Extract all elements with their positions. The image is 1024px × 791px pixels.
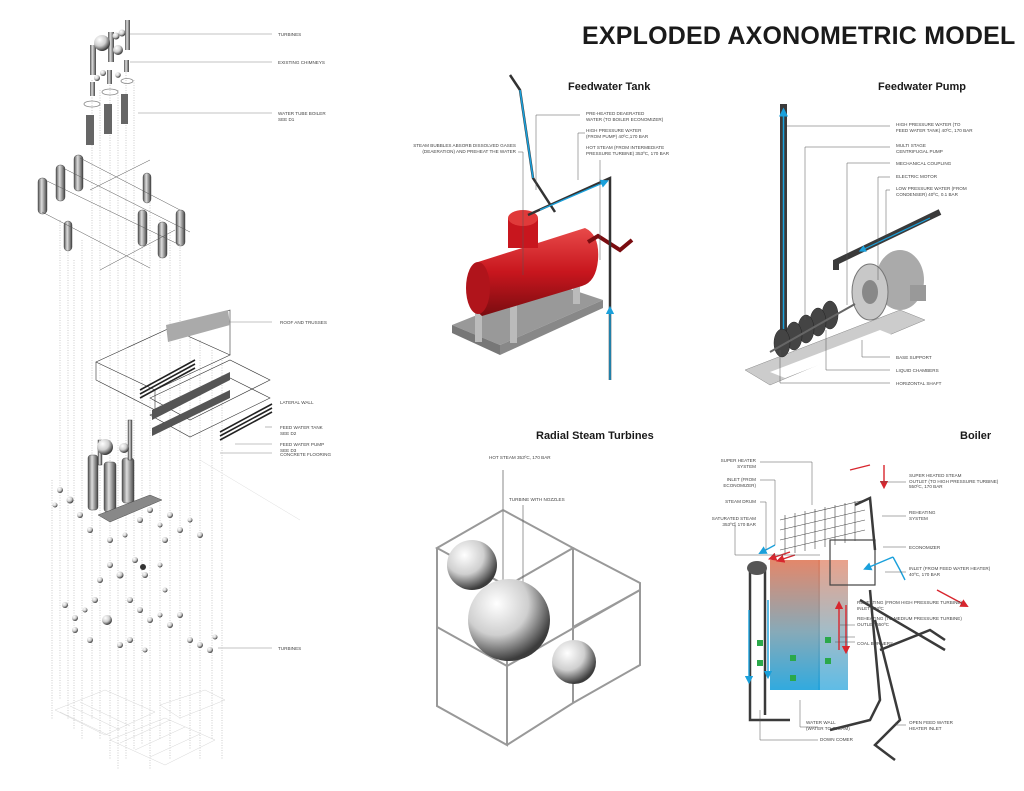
label-economizer: ECONOMIZER [909,545,941,550]
label-horizontal-shaft: HORIZONTAL SHAFT [896,381,942,386]
label-turbines-bottom: TURBINES [278,646,302,651]
label-turbines-top: TURBINES [278,32,302,37]
radial-turbines-drawing [434,470,641,747]
feedwater-pump-drawing [744,104,942,386]
projection-lines [51,60,223,770]
panel-title-radial-turbines: Radial Steam Turbines [536,430,654,442]
label-preheated-deaerated-water: PRE-HEATED DEAERATED WATER (to boiler ec… [586,111,664,122]
label-water-wall: WATER WALL (water to steam) [806,720,850,731]
panel-title-feedwater-tank: Feedwater Tank [568,81,651,93]
label-multi-stage-pump: MULTI STAGE CENTRIFUGAL PUMP [896,143,943,154]
label-inlet-from-economizer: INLET (from economizer) [723,477,756,488]
turbine-spheres [52,487,218,653]
label-concrete-flooring: CONCRETE FLOORING [280,452,332,457]
label-super-heater-system: SUPER HEATER SYSTEM [720,458,756,469]
label-low-pressure-water: LOW PRESSURE WATER (from condenser) 40ºC… [896,186,967,197]
label-reheating-system: REHEATING SYSTEM [909,510,936,521]
concrete-grid [54,689,226,766]
label-steam-drum: STEAM DRUM [725,499,756,504]
label-feed-water-pump: FEED WATER PUMP SEE D3 [280,442,325,453]
label-existing-chimneys: EXISTING CHIMNEYS [278,60,325,65]
label-water-tube-boiler: WATER TUBE BOILER SEE D1 [278,111,326,122]
label-inlet-from-feed-water-heater: INLET (from feed water heater) 40ºC, 170… [909,566,991,577]
label-lateral-wall: LATERAL WALL [280,400,314,405]
label-mechanical-coupling: MECHANICAL COUPLING [896,161,952,166]
label-roof-and-trusses: ROOF AND TRUSSES [280,320,327,325]
exploded-model-drawing [37,20,301,770]
label-high-pressure-water-to-tank: HIGH PRESSURE WATER (to feed water tank)… [896,122,973,133]
label-open-feed-water-heater-inlet: OPEN FEED WATER HEATER INLET [909,720,953,731]
label-hot-steam-intermediate: HOT STEAM (from intermediate pressure tu… [586,145,670,156]
label-super-heated-steam-outlet: SUPER HEATED STEAM OUTLET (to high press… [909,473,999,490]
feedwater-tank-drawing [452,74,634,380]
label-base-support: BASE SUPPORT [896,355,932,360]
label-steam-bubbles: STEAM BUBBLES ABSORB DISSOLVED GASES (de… [413,143,516,154]
label-reheating-outlet: REHEATING (to medium pressure turbine) O… [857,616,962,627]
label-turbine-with-nozzles: TURBINE WITH NOZZLES [509,497,565,502]
label-down-comer: DOWN COMER [820,737,853,742]
panel-title-boiler: Boiler [960,430,992,442]
label-coal-burners: COAL BURNERS [857,641,894,646]
panel-title-feedwater-pump: Feedwater Pump [878,81,967,93]
label-saturated-steam: SATURATED STEAM 353ºC, 170 bar [711,516,756,527]
boiler-drawing [734,461,969,761]
label-reheating-inlet: REHEATING (from high pressure turbine) I… [857,600,962,611]
label-hot-steam-353: HOT STEAM 353ºC, 170 bar [489,455,551,460]
label-electric-motor: ELECTRIC MOTOR [896,174,938,179]
label-liquid-chambers: LIQUID CHAMBERS [896,368,939,373]
poster-title: EXPLODED AXONOMETRIC MODEL [582,22,1016,50]
label-high-pressure-water-from-pump: HIGH PRESSURE WATER (from pump) 40ºC,170… [586,128,649,139]
label-feed-water-tank: FEED WATER TANK SEE D2 [280,425,323,436]
